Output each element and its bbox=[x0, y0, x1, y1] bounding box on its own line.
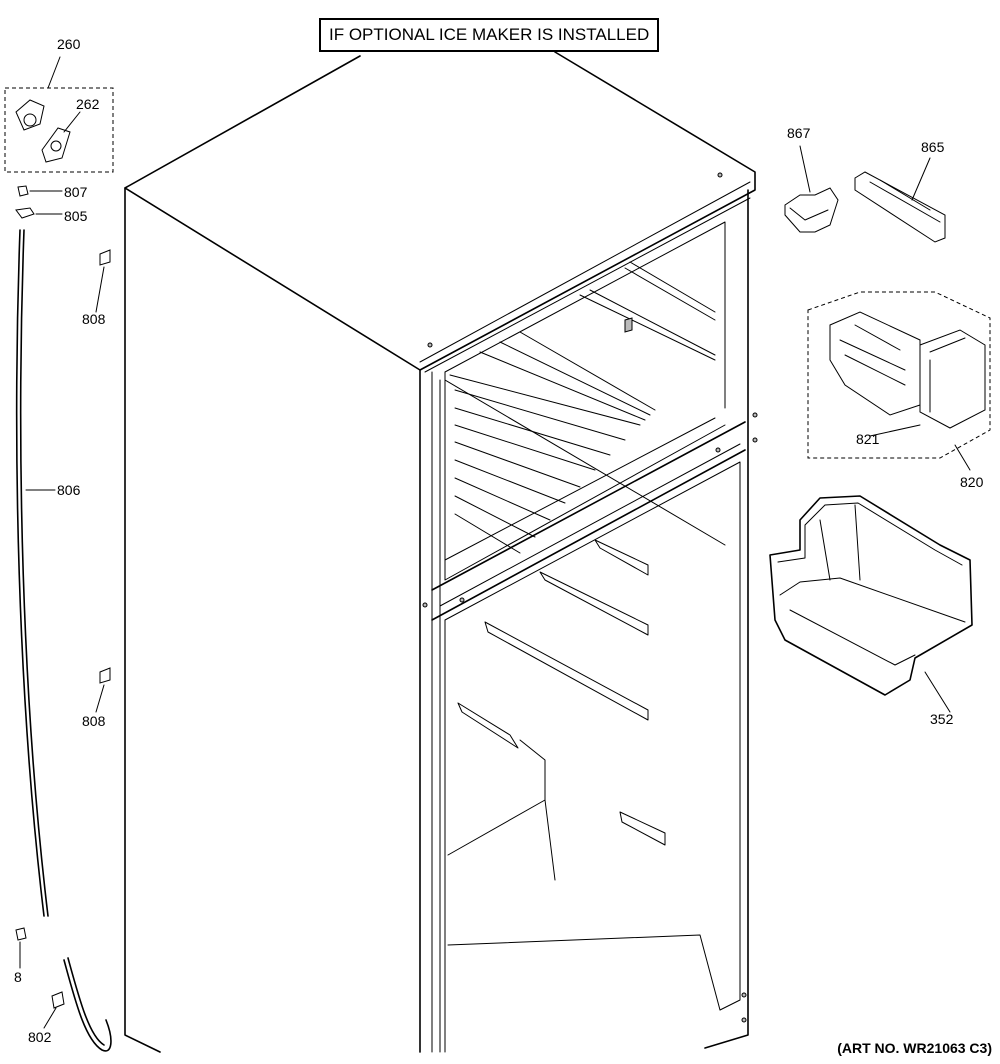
ice-bucket-352 bbox=[769, 495, 973, 713]
tube-802 bbox=[43, 957, 112, 1052]
callout-821: 821 bbox=[856, 431, 880, 447]
callout-865: 865 bbox=[921, 139, 945, 155]
harness-865 bbox=[854, 157, 946, 243]
callout-262: 262 bbox=[76, 96, 100, 112]
hinge-bracket-260-group bbox=[4, 56, 114, 173]
ice-maker-banner: IF OPTIONAL ICE MAKER IS INSTALLED bbox=[319, 18, 660, 52]
callout-808-bottom: 808 bbox=[82, 713, 106, 729]
callout-820: 820 bbox=[960, 474, 984, 490]
callout-8: 8 bbox=[14, 969, 22, 985]
callout-867: 867 bbox=[787, 125, 811, 141]
screw-8 bbox=[15, 927, 27, 969]
art-number: (ART NO. WR21063 C3) bbox=[837, 1040, 992, 1056]
clips-808 bbox=[95, 249, 111, 713]
cabinet-screws bbox=[422, 172, 758, 1023]
callout-802: 802 bbox=[28, 1029, 52, 1045]
callout-806: 806 bbox=[57, 482, 81, 498]
bracket-867 bbox=[784, 145, 839, 233]
freezer-shelf bbox=[449, 261, 716, 554]
refrigerator-cabinet bbox=[124, 51, 756, 1053]
callout-260: 260 bbox=[57, 36, 81, 52]
callout-807: 807 bbox=[64, 184, 88, 200]
ice-maker-assembly-820 bbox=[807, 291, 991, 471]
fresh-food-shelf-supports bbox=[457, 539, 666, 846]
callout-808-top: 808 bbox=[82, 311, 106, 327]
small-parts-807-805 bbox=[15, 185, 63, 219]
callout-805: 805 bbox=[64, 208, 88, 224]
door-gasket-strip-806 bbox=[15, 229, 56, 917]
callout-352: 352 bbox=[930, 711, 954, 727]
